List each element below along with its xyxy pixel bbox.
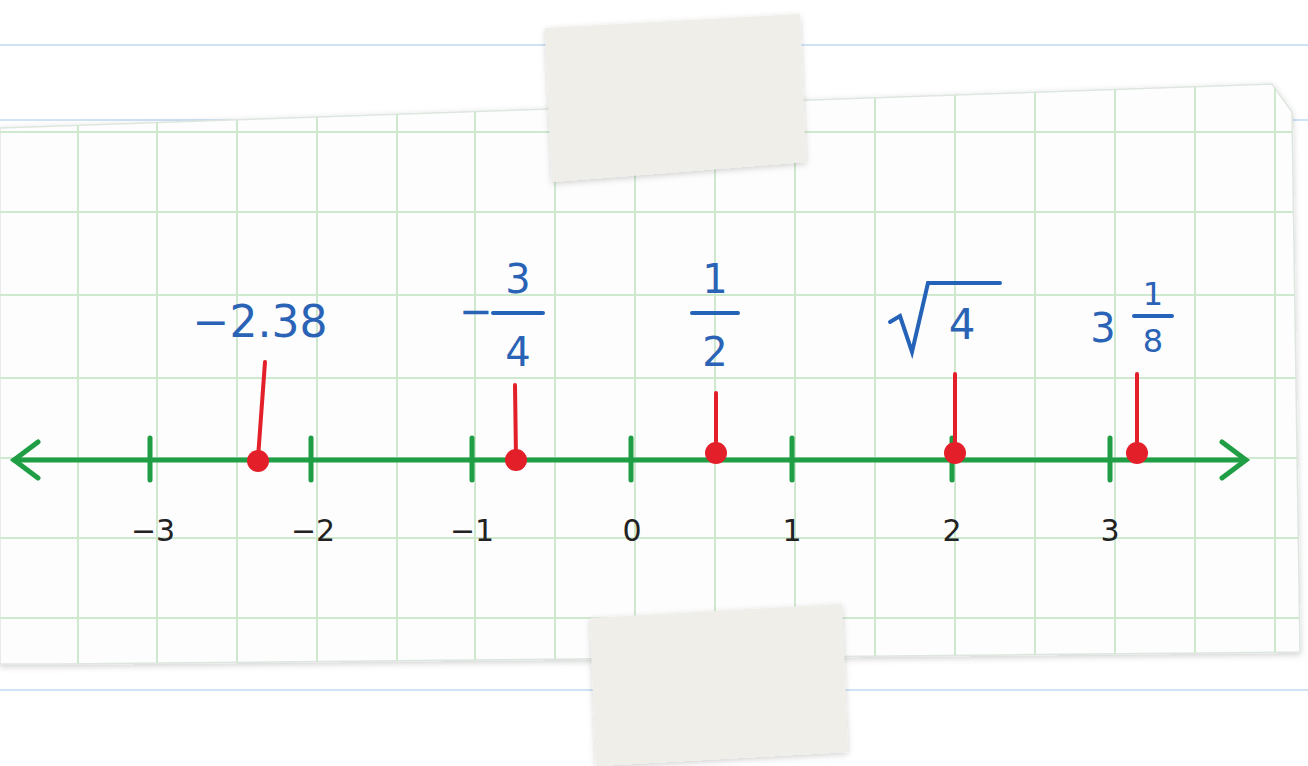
tape: [545, 14, 806, 182]
point-stems: [258, 362, 1137, 458]
tick-label: 0: [622, 516, 641, 546]
point-dots: [247, 442, 1148, 472]
tick-label: −3: [131, 516, 175, 546]
tick-label: 3: [1100, 516, 1119, 546]
point-label: 4: [949, 304, 976, 346]
tape: [590, 604, 848, 766]
point-label: 1: [702, 259, 727, 299]
tick-label: 2: [942, 516, 961, 546]
point-label: 4: [505, 332, 530, 372]
tick-label: 1: [782, 516, 801, 546]
point-label: −2.38: [193, 300, 328, 344]
point-label: 3: [1090, 308, 1115, 348]
tick-label: −1: [450, 516, 494, 546]
number-line: [14, 438, 1246, 480]
point-label: 2: [702, 332, 727, 372]
fraction-bars: [493, 283, 1172, 352]
point-label: 1: [1143, 278, 1163, 310]
tick-label: −2: [291, 516, 335, 546]
point-label: −: [459, 291, 493, 331]
point-label: 8: [1143, 325, 1163, 357]
radical-sign: [890, 283, 1000, 352]
point-label: 3: [505, 259, 530, 299]
